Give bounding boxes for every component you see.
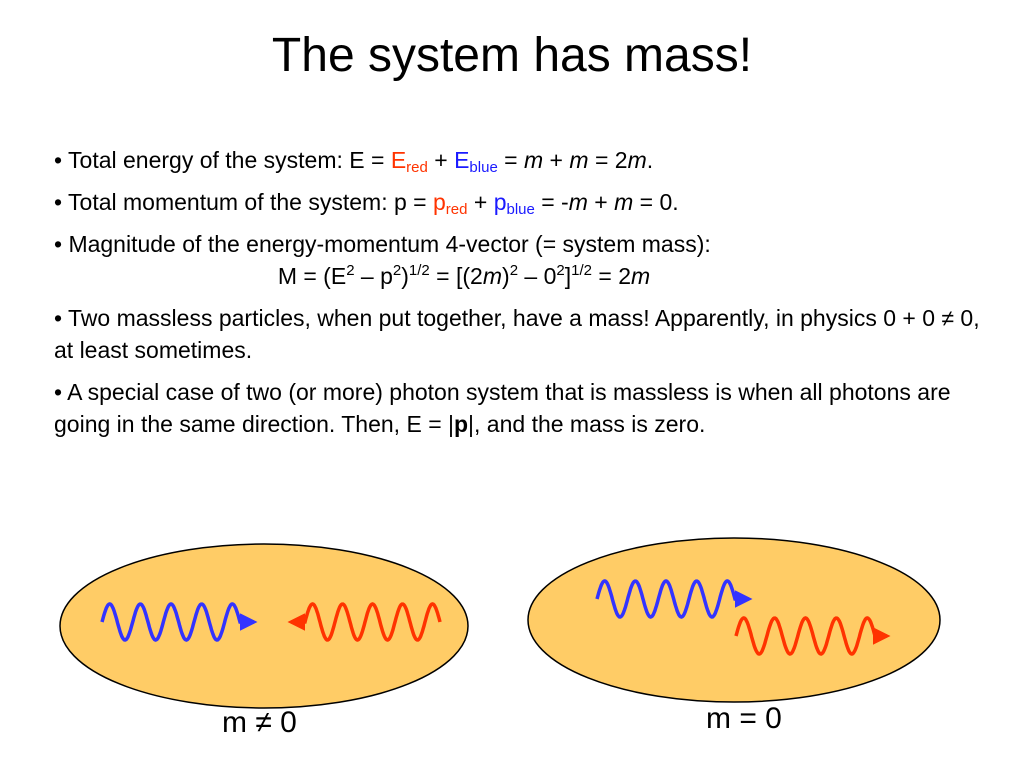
- bullet-massless-particles: • Two massless particles, when put toget…: [54, 305, 980, 363]
- bullet-special-case: • A special case of two (or more) photon…: [54, 379, 951, 437]
- right-system-ellipse: [527, 537, 941, 703]
- bullet-total-momentum: • Total momentum of the system: p = pred…: [54, 189, 679, 218]
- mass-formula: M = (E2 – p2)1/2 = [(2m)2 – 02]1/2 = 2m: [277, 262, 651, 289]
- bullet-total-energy: • Total energy of the system: E = Ered +…: [54, 147, 654, 176]
- right-blue-photon: [595, 579, 753, 619]
- left-system-ellipse: [59, 543, 469, 709]
- left-mass-label: m ≠ 0: [222, 706, 297, 739]
- slide-title: The system has mass!: [271, 29, 753, 82]
- e-blue: Eblue: [454, 147, 498, 176]
- right-mass-label: m = 0: [706, 702, 782, 735]
- p-blue: pblue: [493, 189, 535, 218]
- e-red: Ered: [390, 147, 428, 176]
- left-blue-photon: [100, 602, 258, 642]
- bullet-list: • Total energy of the system: E = Ered +…: [54, 144, 994, 450]
- bullet-magnitude: • Magnitude of the energy-momentum 4-vec…: [54, 228, 994, 292]
- p-red: pred: [432, 189, 468, 218]
- right-red-photon: [734, 616, 891, 656]
- left-red-photon: [287, 602, 442, 642]
